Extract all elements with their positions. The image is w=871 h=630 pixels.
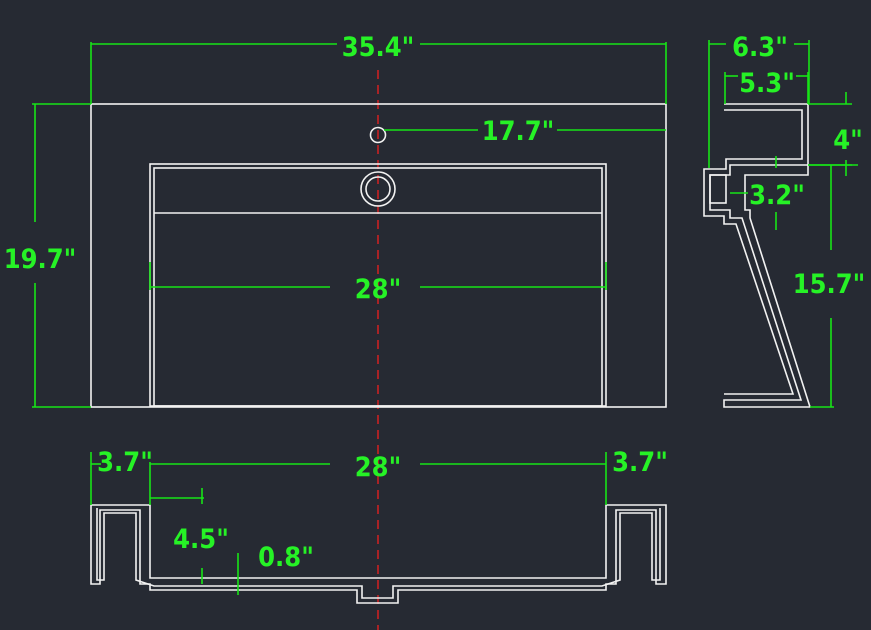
drain-icon bbox=[360, 171, 396, 207]
faucet-hole-icon bbox=[369, 126, 387, 144]
overall-depth-label: 19.7" bbox=[4, 244, 77, 275]
front-basin-width-label: 28" bbox=[355, 452, 401, 483]
front-profile-inner bbox=[96, 508, 661, 599]
front-view: 3.7" 28" 3.7" 4.5" 0.8" bbox=[90, 447, 668, 604]
top-view-outline bbox=[90, 103, 667, 408]
top-view: 35.4" 19.7" 17.7" 28" bbox=[4, 32, 667, 408]
side-profile-outer bbox=[709, 103, 812, 408]
inner-depth-label: 5.3" bbox=[739, 68, 795, 99]
bowl-height-label: 15.7" bbox=[793, 269, 866, 300]
drain-inner-icon bbox=[365, 176, 391, 202]
right-deck-label: 3.7" bbox=[612, 447, 668, 478]
front-lip-label: 3.2" bbox=[749, 180, 805, 211]
floor-step-label: 0.8" bbox=[258, 542, 314, 573]
overall-width-label: 35.4" bbox=[342, 32, 415, 63]
faucet-offset-label: 17.7" bbox=[482, 116, 555, 147]
side-lip-box bbox=[709, 174, 727, 204]
side-view: 6.3" 5.3" 4" 3.2" 15.7" bbox=[703, 32, 866, 408]
left-deck-label: 3.7" bbox=[97, 447, 153, 478]
bowl-depth-label: 4.5" bbox=[173, 524, 229, 555]
top-depth-label: 6.3" bbox=[732, 32, 788, 63]
deck-thickness-label: 4" bbox=[833, 125, 863, 156]
side-profile-inner bbox=[703, 109, 803, 395]
basin-width-label: 28" bbox=[355, 274, 401, 305]
